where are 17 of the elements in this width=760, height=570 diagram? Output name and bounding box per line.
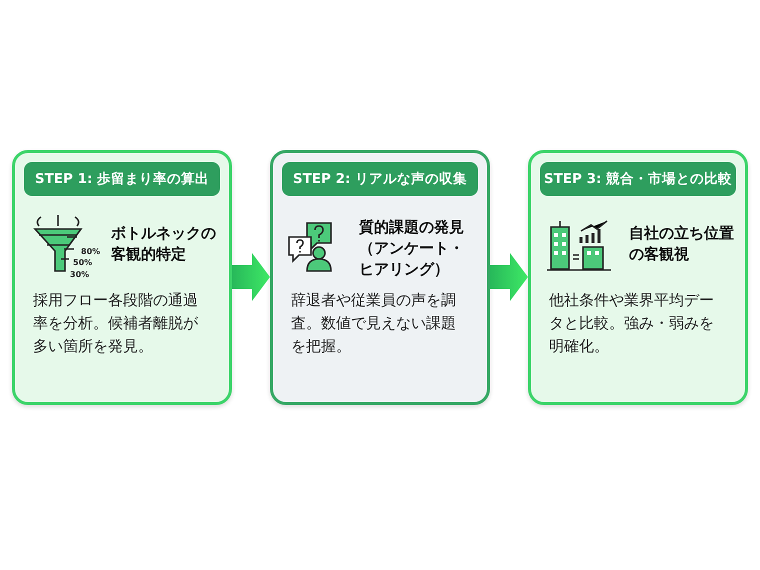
step-description: 他社条件や業界平均データと比較。強み・弱みを明確化。 xyxy=(549,290,715,357)
step-header: STEP 2: リアルな声の収集 xyxy=(282,162,478,196)
percentage-label: 80% xyxy=(81,247,100,256)
step-subheading: 自社の立ち位置の客観視 xyxy=(629,223,735,265)
step-header: STEP 1: 歩留まり率の算出 xyxy=(24,162,220,196)
step-subheading: ボトルネックの客観的特定 xyxy=(111,223,217,265)
step-card xyxy=(12,150,232,405)
step-subheading: 質的課題の発見（アンケート・ヒアリング） xyxy=(359,217,465,280)
step-description: 辞退者や従業員の声を調査。数値で見えない課題を把握。 xyxy=(291,290,457,357)
step-card xyxy=(528,150,748,405)
step-header: STEP 3: 競合・市場との比較 xyxy=(540,162,736,196)
percentage-label: 30% xyxy=(70,270,90,279)
percentage-label: 50% xyxy=(73,258,92,267)
arrow xyxy=(232,253,270,301)
step-card xyxy=(270,150,490,405)
arrow xyxy=(490,253,528,301)
step-description: 採用フロー各段階の通過率を分析。候補者離脱が多い箇所を発見。 xyxy=(33,290,199,357)
